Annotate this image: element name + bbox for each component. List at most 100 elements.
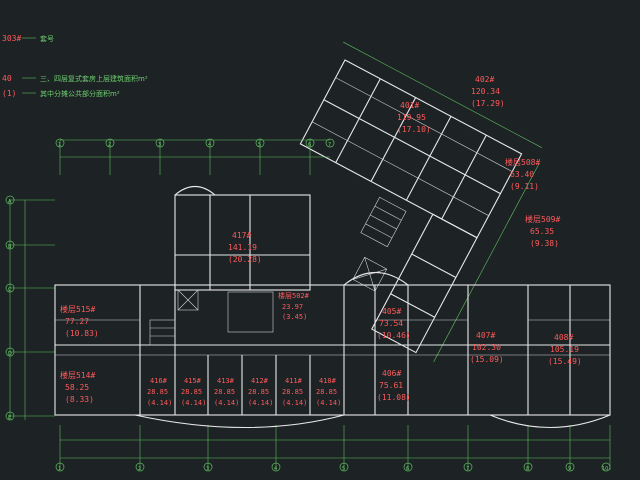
bottom-dimensions — [59, 425, 611, 470]
svg-text:7: 7 — [328, 142, 331, 148]
stair-west — [149, 319, 176, 346]
svg-text:9: 9 — [568, 466, 571, 472]
svg-text:(17.10): (17.10) — [397, 125, 431, 134]
svg-text:C: C — [8, 287, 12, 293]
svg-text:楼层515#: 楼层515# — [60, 304, 95, 314]
svg-text:D: D — [8, 351, 12, 357]
curved-front-east — [489, 414, 611, 429]
rotated-wing — [299, 41, 543, 363]
north-bay — [174, 185, 216, 196]
svg-text:楼层502#: 楼层502# — [278, 291, 310, 300]
unit-508: 楼层508#63.40(9.11) — [505, 157, 540, 191]
svg-text:405#: 405# — [382, 307, 401, 316]
svg-text:2: 2 — [138, 466, 141, 472]
svg-text:6: 6 — [406, 466, 409, 472]
svg-text:28.85: 28.85 — [181, 388, 202, 396]
legend: 303# 套号 40 三、四层复式套房上层建筑面积m² (1) 其中分摊公共部分… — [2, 34, 148, 98]
left-dimensions — [9, 199, 55, 420]
unit-406: 406#75.61(11.08) — [377, 369, 411, 402]
svg-text:58.25: 58.25 — [65, 383, 89, 392]
svg-text:28.85: 28.85 — [248, 388, 269, 396]
svg-text:412#: 412# — [251, 377, 269, 385]
svg-text:65.35: 65.35 — [530, 227, 554, 236]
unit-416: 416#28.85(4.14) — [147, 377, 172, 407]
svg-text:105.19: 105.19 — [550, 345, 579, 354]
unit-408: 408# 105.19 (15.49) — [548, 333, 582, 366]
svg-text:(8.33): (8.33) — [65, 395, 94, 404]
svg-text:77.27: 77.27 — [65, 317, 89, 326]
svg-text:73.54: 73.54 — [379, 319, 403, 328]
svg-text:E: E — [8, 415, 11, 421]
svg-text:A: A — [8, 199, 12, 205]
legend-text-3: 其中分摊公共部分面积m² — [40, 89, 120, 98]
svg-text:10: 10 — [602, 466, 608, 472]
svg-text:(17.29): (17.29) — [471, 99, 505, 108]
svg-text:(10.46): (10.46) — [377, 331, 411, 340]
wing-lower-block — [371, 213, 478, 354]
svg-text:141.19: 141.19 — [228, 243, 257, 252]
unit-401: 401# 119.95 (17.10) — [397, 101, 431, 134]
unit-515: 楼层515#77.27(10.83) — [60, 304, 99, 338]
svg-text:401#: 401# — [400, 101, 419, 110]
unit-502: 楼层502#23.97(3.45) — [278, 291, 310, 321]
svg-text:(4.14): (4.14) — [316, 399, 341, 407]
legend-code-3: (1) — [2, 89, 16, 98]
svg-text:楼层514#: 楼层514# — [60, 370, 95, 380]
wing-outline — [299, 59, 523, 239]
unit-417: 417# 141.19 (20.28) — [228, 231, 262, 264]
svg-text:4: 4 — [274, 466, 277, 472]
svg-text:407#: 407# — [476, 331, 495, 340]
svg-text:63.40: 63.40 — [510, 170, 534, 179]
unit-415: 415#28.85(4.14) — [181, 377, 206, 407]
svg-text:(15.49): (15.49) — [548, 357, 582, 366]
core-stair — [227, 291, 274, 333]
svg-text:(20.28): (20.28) — [228, 255, 262, 264]
curved-front — [134, 414, 345, 428]
svg-text:402#: 402# — [475, 75, 494, 84]
unit-411: 411#28.85(4.14) — [282, 377, 307, 407]
legend-text-1: 套号 — [40, 34, 54, 43]
svg-text:408#: 408# — [554, 333, 573, 342]
svg-text:28.85: 28.85 — [147, 388, 168, 396]
svg-text:楼层508#: 楼层508# — [505, 157, 540, 167]
unit-413: 413#28.85(4.14) — [214, 377, 239, 407]
unit-labels: 401# 119.95 (17.10) 402# 120.34 (17.29) 楼层50… — [60, 75, 582, 407]
svg-text:2: 2 — [108, 142, 111, 148]
unit-514: 楼层514# 58.25 (8.33) — [60, 370, 95, 404]
svg-text:417#: 417# — [232, 231, 251, 240]
svg-text:28.85: 28.85 — [316, 388, 337, 396]
svg-text:28.85: 28.85 — [214, 388, 235, 396]
svg-text:楼层509#: 楼层509# — [525, 214, 560, 224]
svg-text:28.85: 28.85 — [282, 388, 303, 396]
svg-text:120.34: 120.34 — [471, 87, 500, 96]
svg-text:3: 3 — [158, 142, 161, 148]
svg-text:(15.09): (15.09) — [470, 355, 504, 364]
legend-code-2: 40 — [2, 74, 12, 83]
unit-412: 412# 28.85 (4.14) — [248, 377, 273, 407]
svg-text:(11.08): (11.08) — [377, 393, 411, 402]
legend-text-2: 三、四层复式套房上层建筑面积m² — [40, 74, 148, 83]
svg-text:(4.14): (4.14) — [248, 399, 273, 407]
unit-410: 410#28.85(4.14) — [316, 377, 341, 407]
svg-text:102.30: 102.30 — [472, 343, 501, 352]
svg-text:5: 5 — [342, 466, 345, 472]
svg-text:3: 3 — [206, 466, 209, 472]
unit-402: 402# 120.34 (17.29) — [471, 75, 505, 108]
unit-405: 405# 73.54 (10.46) — [377, 307, 411, 340]
axis-bubbles-top: 1 2 3 4 5 6 7 — [55, 138, 335, 148]
svg-text:(4.14): (4.14) — [181, 399, 206, 407]
elevator-west — [177, 289, 199, 311]
axis-bubbles-left: A B C D E — [5, 195, 15, 421]
svg-text:4: 4 — [208, 142, 211, 148]
main-outline — [54, 284, 611, 416]
north-block — [174, 194, 311, 291]
svg-text:23.97: 23.97 — [282, 303, 303, 311]
svg-text:5: 5 — [258, 142, 261, 148]
svg-text:411#: 411# — [285, 377, 303, 385]
main-building — [54, 185, 611, 429]
svg-text:7: 7 — [466, 466, 469, 472]
bay-window-1 — [343, 272, 409, 286]
unit-407: 407# 102.30 (15.09) — [470, 331, 504, 364]
svg-text:119.95: 119.95 — [397, 113, 426, 122]
